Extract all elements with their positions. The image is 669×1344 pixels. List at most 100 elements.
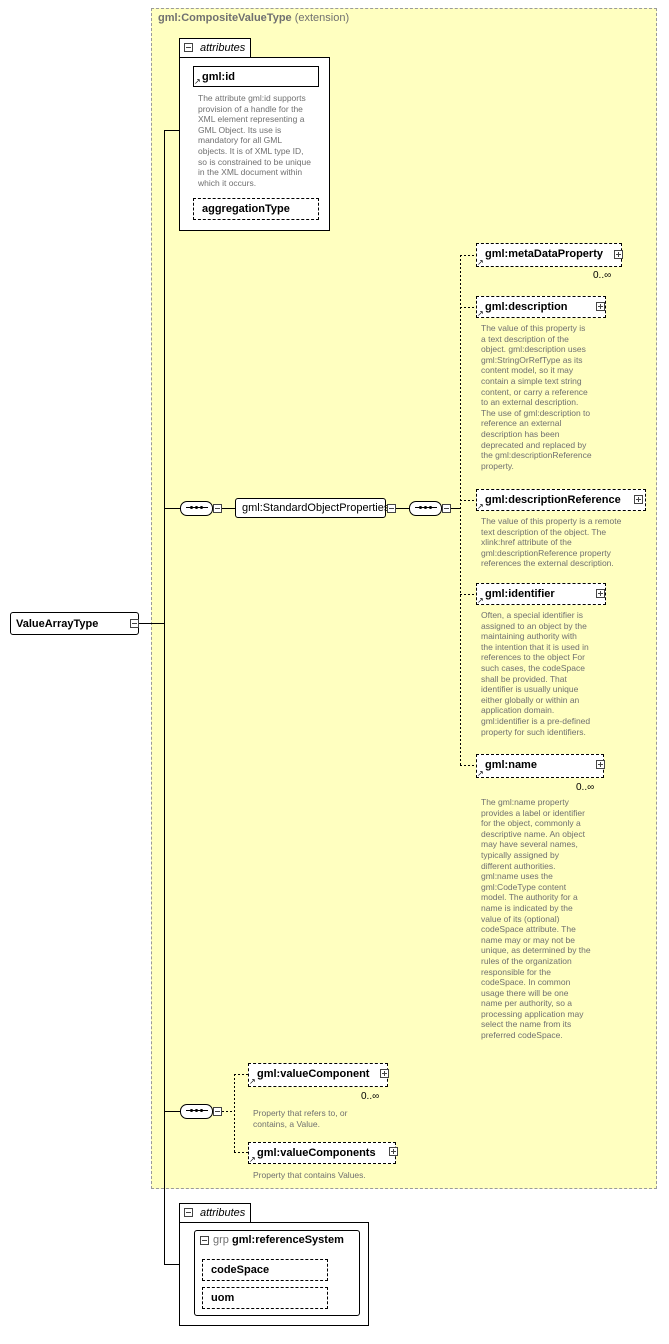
reference-arrow-icon: ↗: [249, 1077, 256, 1086]
doc-line: The gml:name property: [481, 797, 569, 807]
uom-attribute[interactable]: uom: [202, 1287, 328, 1309]
collapse-attributes-bottom-icon[interactable]: [184, 1208, 193, 1217]
expand-name-icon[interactable]: [596, 760, 605, 769]
doc-line: object. gml:description uses: [481, 344, 586, 355]
doc-line: references the external description.: [481, 558, 614, 569]
collapse-group-icon[interactable]: [387, 504, 396, 513]
collapse-sequence-icon[interactable]: [213, 504, 222, 513]
doc-line: The value of this property is: [481, 323, 586, 333]
doc-line: the intention that it is used in: [481, 641, 589, 652]
doc-line: property for such identifiers.: [481, 726, 586, 737]
root-label: ValueArrayType: [16, 618, 99, 630]
doc-line: name is indicated by the: [481, 902, 573, 913]
collapse-sequence-2-icon[interactable]: [442, 504, 451, 513]
sequence-compositor-icon-2: [409, 501, 442, 516]
doc-line: reference an external: [481, 418, 562, 429]
doc-line: which it occurs.: [198, 177, 257, 188]
doc-line: references to the object For: [481, 652, 585, 663]
doc-line: Property that contains Values.: [253, 1170, 366, 1180]
group-standard-object-properties[interactable]: gml:StandardObjectProperties: [235, 498, 389, 518]
doc-line: to an external description.: [481, 397, 579, 408]
expand-metadata-icon[interactable]: [614, 250, 623, 259]
doc-line: the gml:descriptionReference: [481, 450, 592, 461]
expand-value-components-icon[interactable]: [389, 1147, 398, 1156]
doc-line: deprecated and replaced by: [481, 439, 587, 450]
doc-line: rules of the organization: [481, 955, 572, 966]
doc-line: text description of the object. The: [481, 526, 607, 537]
doc-line: for the object, commonly a: [481, 818, 581, 829]
doc-line: gml:descriptionReference property: [481, 547, 611, 558]
doc-line: gml:StringOrRefType as its: [481, 354, 583, 365]
expand-description-icon[interactable]: [596, 302, 605, 311]
reference-arrow-icon: ↗: [249, 1155, 256, 1164]
sequence-compositor-icon-3: [180, 1104, 213, 1119]
element-metadata-property[interactable]: gml:metaDataProperty: [476, 243, 622, 267]
doc-line: Property that refers to, or: [253, 1108, 348, 1118]
doc-line: a text description of the: [481, 333, 569, 344]
name-occurrence: 0..∞: [576, 782, 595, 793]
reference-arrow-icon: ↗: [477, 309, 484, 318]
attributes-tab-bottom[interactable]: attributes: [179, 1203, 251, 1223]
group-reference-system-label[interactable]: grp gml:referenceSystem: [213, 1234, 344, 1246]
doc-line: mandatory for all GML: [198, 135, 283, 146]
element-description-reference[interactable]: gml:descriptionReference: [476, 489, 646, 511]
attributes-tab-top[interactable]: attributes: [179, 38, 251, 58]
expand-identifier-icon[interactable]: [596, 589, 605, 598]
collapse-root-icon[interactable]: [130, 619, 139, 628]
reference-arrow-icon: ↗: [477, 596, 484, 605]
reference-arrow-icon: ↗: [477, 769, 484, 778]
element-name[interactable]: gml:name: [476, 754, 604, 778]
element-value-component[interactable]: gml:valueComponent: [248, 1063, 388, 1087]
expand-value-component-icon[interactable]: [380, 1069, 389, 1078]
collapse-reference-system-icon[interactable]: [200, 1236, 209, 1245]
doc-line: xlink:href attribute of the: [481, 537, 572, 548]
doc-line: content, or carry a reference: [481, 386, 588, 397]
doc-line: so is constrained to be unique: [198, 156, 311, 167]
collapse-sequence-3-icon[interactable]: [213, 1107, 222, 1116]
doc-line: gml:CodeType content: [481, 881, 567, 892]
metadata-occurrence: 0..∞: [593, 270, 612, 281]
doc-line: application domain.: [481, 705, 555, 716]
element-description[interactable]: gml:description: [476, 296, 606, 318]
doc-line: either globally or within an: [481, 694, 580, 705]
doc-line: assigned to an object by the: [481, 620, 587, 631]
doc-line: codeSpace attribute. The: [481, 924, 576, 935]
element-value-components[interactable]: gml:valueComponents: [248, 1142, 396, 1164]
aggregation-type-attribute[interactable]: aggregationType: [193, 198, 319, 220]
doc-line: name per authority, so a: [481, 998, 573, 1009]
doc-line: codeSpace. In common: [481, 977, 571, 988]
doc-line: The value of this property is a remote: [481, 516, 622, 526]
doc-line: The attribute gml:id supports: [198, 93, 306, 103]
doc-line: responsible for the: [481, 966, 551, 977]
gml-id-attribute[interactable]: gml:id: [193, 66, 319, 87]
doc-line: descriptive name. An object: [481, 828, 585, 839]
doc-line: contains, a Value.: [253, 1118, 320, 1129]
doc-line: identifier is usually unique: [481, 684, 579, 695]
expand-description-reference-icon[interactable]: [634, 495, 643, 504]
doc-line: Often, a special identifier is: [481, 610, 584, 620]
doc-line: contain a simple text string: [481, 375, 582, 386]
doc-line: such cases, the codeSpace: [481, 662, 585, 673]
doc-line: property.: [481, 460, 514, 471]
sequence-compositor-icon: [180, 501, 213, 516]
doc-line: provision of a handle for the: [198, 103, 303, 114]
doc-line: GML Object. Its use is: [198, 124, 282, 135]
root-element-value-array-type[interactable]: ValueArrayType: [10, 612, 139, 635]
collapse-attributes-top-icon[interactable]: [184, 43, 193, 52]
value-components-documentation: Property that contains Values.: [253, 1170, 366, 1181]
doc-line: name may or may not be: [481, 934, 576, 945]
doc-line: value of its (optional): [481, 913, 560, 924]
doc-line: XML element representing a: [198, 114, 305, 125]
doc-line: shall be provided. That: [481, 673, 567, 684]
codespace-attribute[interactable]: codeSpace: [202, 1259, 328, 1281]
doc-line: processing application may: [481, 1008, 584, 1019]
element-identifier[interactable]: gml:identifier: [476, 583, 606, 605]
doc-line: may have several names,: [481, 839, 578, 850]
reference-arrow-icon: ↗: [477, 258, 484, 267]
doc-line: different authorities.: [481, 860, 556, 871]
